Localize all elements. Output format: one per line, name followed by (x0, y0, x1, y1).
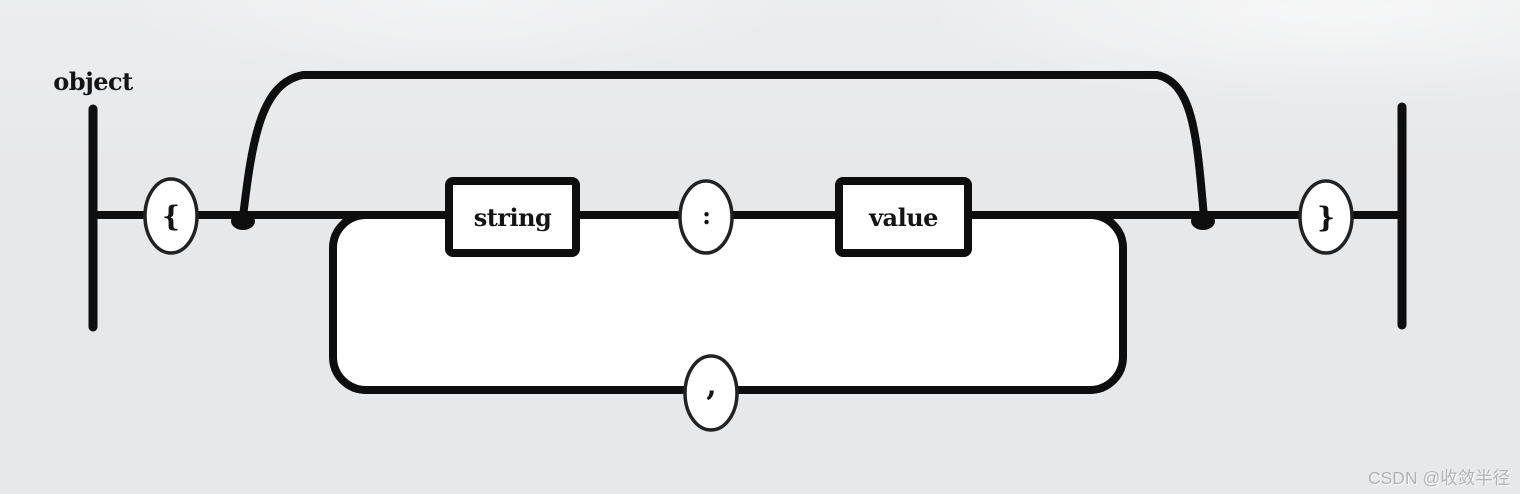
terminal-open-brace-ellipse (143, 177, 199, 255)
terminal-colon-ellipse (678, 179, 734, 255)
terminal-close-brace-ellipse (1298, 179, 1354, 255)
nonterminal-value-box (835, 177, 972, 257)
diagram-title: object (53, 66, 133, 96)
terminal-close-brace-label: } (1316, 200, 1335, 234)
terminal-ellipses (143, 177, 1354, 432)
nonterminal-string-label: string (473, 202, 552, 232)
rail-strokes (88, 71, 1407, 394)
junction-dot-right (1191, 212, 1215, 230)
terminal-open-brace-label: { (161, 200, 180, 233)
junction-dot-left (231, 212, 255, 230)
junction-dots (231, 212, 1215, 230)
terminal-colon-label: : (702, 200, 711, 230)
csdn-watermark: CSDN @收敛半径 (1368, 468, 1511, 488)
nonterminal-string-box (445, 177, 580, 257)
terminal-comma-label: , (706, 367, 717, 403)
bypass-rail (239, 71, 1208, 221)
nonterminal-value-label: value (869, 202, 938, 232)
terminal-comma-ellipse (683, 354, 739, 432)
